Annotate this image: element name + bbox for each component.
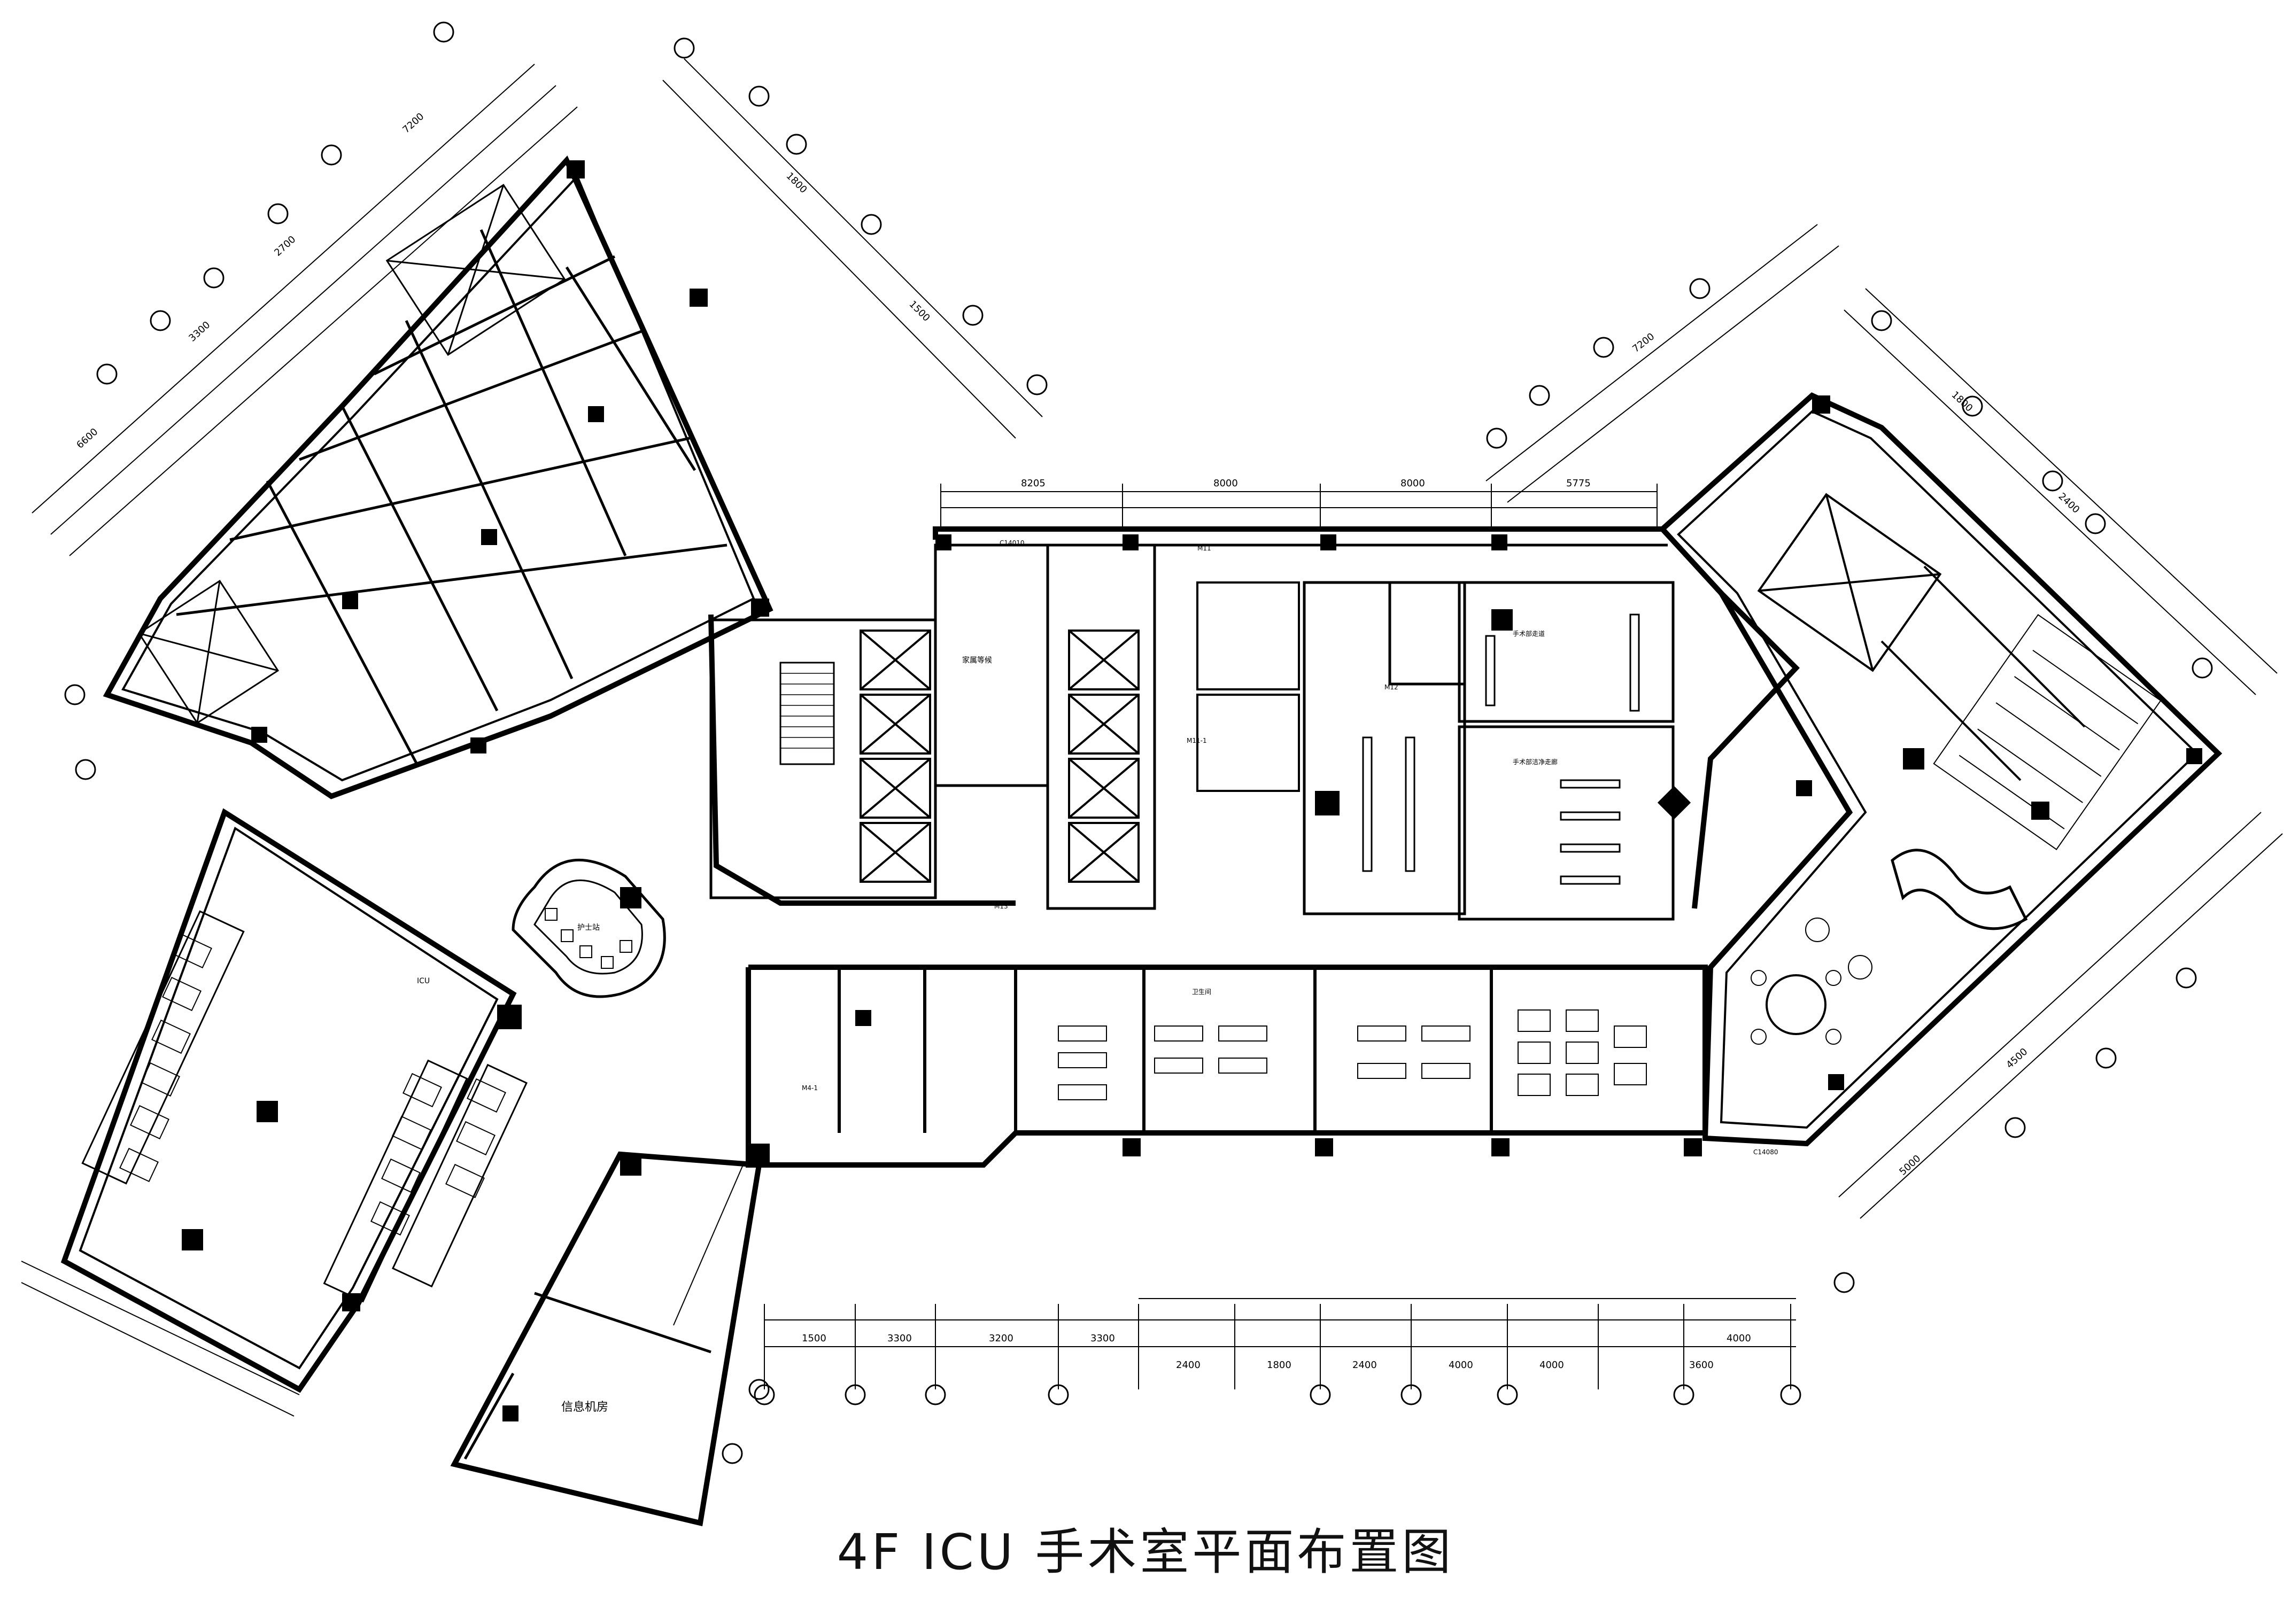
axis-bubbles bbox=[64, 21, 2213, 1464]
room-label-info-room: 信息机房 bbox=[561, 1401, 608, 1414]
dimension-labels: 8205 8000 8000 5775 1500 3300 3200 3300 … bbox=[74, 111, 2081, 1371]
central-core: 家属等候 bbox=[708, 543, 1156, 910]
room-label-toilet: 卫生间 bbox=[1192, 988, 1211, 996]
room-label-nurse-station: 护士站 bbox=[577, 923, 600, 932]
dim-bottom-5: 2400 bbox=[1176, 1359, 1201, 1371]
room-label-clean-corridor: 手术部洁净走廊 bbox=[1513, 758, 1558, 766]
window-tag: C14080 bbox=[1753, 1148, 1778, 1156]
dim-left-1: 7200 bbox=[400, 111, 426, 135]
dim-bottom-7: 2400 bbox=[1352, 1359, 1377, 1371]
door-tag: M11-1 bbox=[1187, 737, 1207, 744]
door-tag: M4-1 bbox=[802, 1084, 818, 1092]
dim-top-4: 5775 bbox=[1566, 478, 1591, 489]
dim-bottom-11: 4000 bbox=[1727, 1333, 1751, 1344]
room-label-waiting: 家属等候 bbox=[962, 656, 992, 665]
dim-left-4: 6600 bbox=[74, 426, 100, 450]
dim-bottom-1: 1500 bbox=[802, 1333, 826, 1344]
dim-bottom-8: 4000 bbox=[1449, 1359, 1473, 1371]
door-tag: M13 bbox=[994, 903, 1008, 910]
room-label-corridor: 手术部走道 bbox=[1513, 630, 1545, 638]
icu-ward-wing: ICU bbox=[60, 808, 528, 1393]
dim-left-3: 3300 bbox=[187, 319, 212, 344]
right-wing bbox=[1658, 392, 2223, 1147]
nurse-station: 护士站 bbox=[512, 859, 666, 998]
dim-left-5: 1800 bbox=[784, 170, 809, 196]
operating-rooms-lower: 卫生间 bbox=[746, 965, 1708, 1168]
dim-bottom-3: 3200 bbox=[989, 1333, 1013, 1344]
info-room-wing: 信息机房 bbox=[450, 1151, 762, 1527]
dim-bottom-10: 3600 bbox=[1689, 1359, 1714, 1371]
opening-tags: M11 M11-1 M12 M13 M4-1 C14010 C14080 bbox=[802, 539, 1778, 1156]
dim-top-1: 8205 bbox=[1021, 478, 1046, 489]
dim-bottom-2: 3300 bbox=[887, 1333, 912, 1344]
door-tag: M11 bbox=[1197, 545, 1211, 552]
room-label-icu: ICU bbox=[417, 977, 430, 985]
dim-right-1: 7200 bbox=[1630, 331, 1657, 355]
dim-bottom-9: 4000 bbox=[1539, 1359, 1564, 1371]
dimension-chains bbox=[21, 58, 2283, 1417]
dim-left-2: 2700 bbox=[272, 234, 298, 258]
window-tag: C14010 bbox=[1000, 539, 1025, 547]
operating-suite-upper: 手术部走道 手术部洁净走廊 bbox=[933, 526, 1800, 921]
drawing-title: 4F ICU 手术室平面布置图 bbox=[837, 1524, 1454, 1581]
left-upper-wing bbox=[103, 156, 773, 799]
dim-bottom-4: 3300 bbox=[1090, 1333, 1115, 1344]
dim-top-3: 8000 bbox=[1400, 478, 1425, 489]
door-tag: M12 bbox=[1384, 683, 1398, 691]
dim-right-2: 1800 bbox=[1949, 389, 1975, 414]
dim-top-2: 8000 bbox=[1213, 478, 1238, 489]
dim-bottom-6: 1800 bbox=[1267, 1359, 1291, 1371]
